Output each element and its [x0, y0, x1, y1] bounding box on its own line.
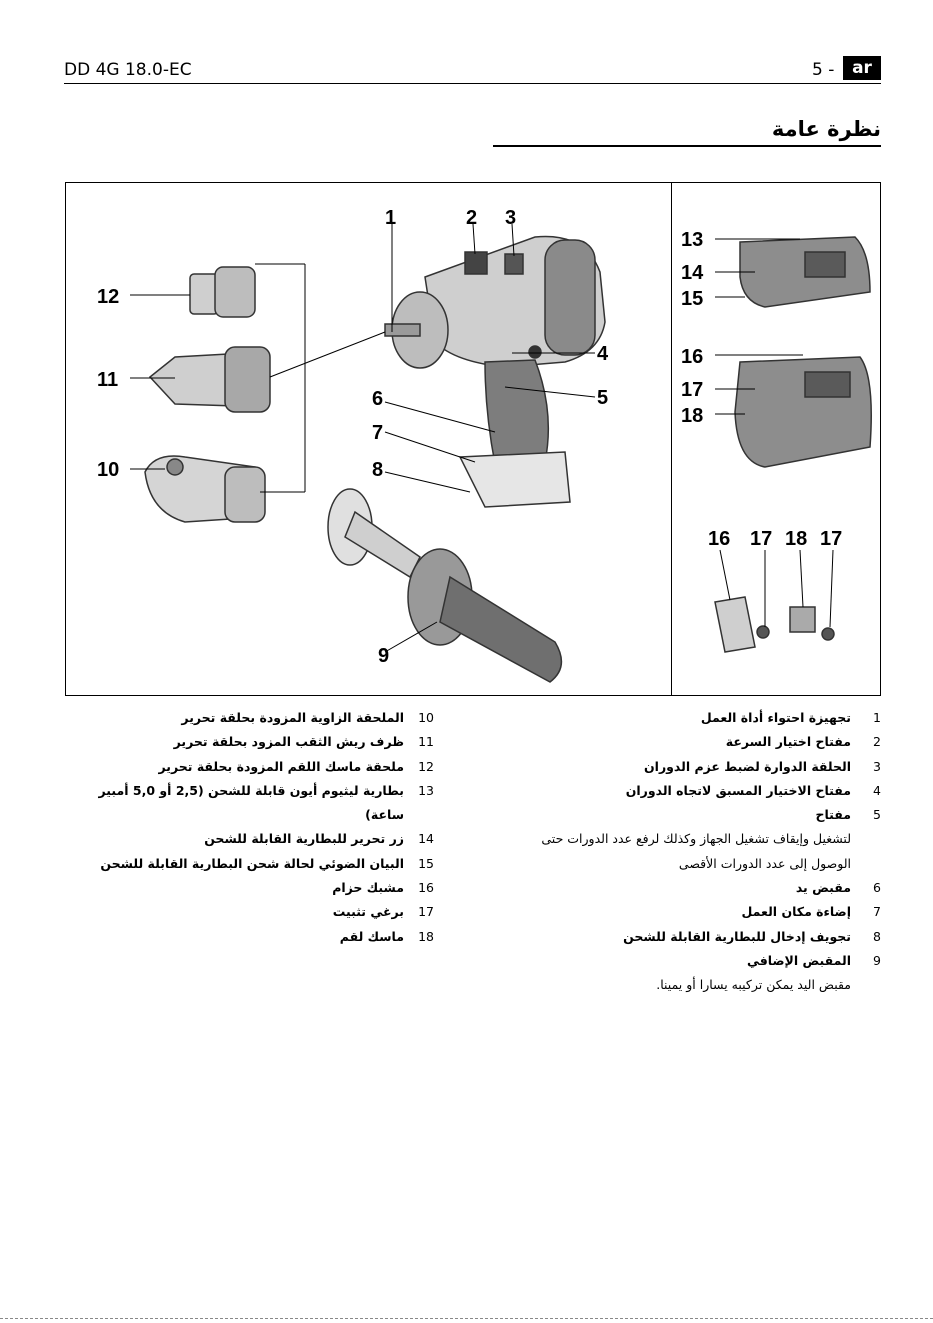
legend-title: المقبض الإضافي — [746, 952, 851, 968]
callout-8: 8 — [372, 459, 383, 481]
legend-item-12: 12 ملحقة ماسك اللقم المزودة بحلقة تحرير — [74, 755, 434, 779]
legend-item-17: 17 برغي تثبيت — [74, 900, 434, 924]
legend-title: مفتاح — [815, 807, 851, 823]
callout-2: 2 — [466, 207, 477, 229]
callout-15a: 15 — [681, 288, 703, 310]
callout-12: 12 — [97, 286, 119, 308]
figure-divider — [671, 182, 672, 696]
legend-number: 17 — [418, 904, 434, 920]
legend-title: برغي تثبيت — [332, 904, 404, 920]
tool-illustration: 1 2 3 4 5 6 7 8 9 10 11 12 13 14 15 16 1… — [97, 207, 872, 683]
legend-number: 13 — [418, 782, 434, 798]
callout-4: 4 — [597, 343, 609, 365]
legend-item-2: 2 مفتاح اختيار السرعة — [536, 730, 881, 754]
legend-number: 3 — [873, 758, 881, 774]
legend-number: 10 — [418, 710, 434, 725]
legend-title: مقبض يد — [795, 880, 851, 896]
legend-number: 7 — [873, 904, 881, 920]
legend-title: إضاءة مكان العمل — [741, 904, 851, 920]
legend-title: زر تحرير للبطارية القابلة للشحن — [204, 831, 404, 847]
language-badge: ar — [843, 56, 881, 80]
callout-1: 1 — [385, 207, 396, 229]
drill-illustration — [384, 235, 606, 508]
legend-item-11: 11 ظرف ريش الثقب المزود بحلقة تحرير — [74, 730, 434, 754]
header-page-number: 5 - — [812, 60, 835, 80]
legend-item-5: 5 مفتاح لتشغيل وإيقاف تشغيل الجهاز وكذلك… — [536, 803, 881, 876]
accessory-illustrations — [144, 266, 271, 523]
callout-13a: 13 — [681, 229, 703, 251]
legend-number: 11 — [418, 734, 434, 750]
legend-number: 1 — [873, 710, 881, 725]
legend-number: 9 — [873, 952, 881, 968]
callout-17b: 17 — [820, 528, 842, 550]
legend-title: مفتاح الاختيار المسبق لاتجاه الدوران — [625, 782, 851, 798]
belt-clip-illustration — [714, 596, 835, 653]
auxiliary-handle-illustration — [327, 488, 563, 683]
legend-description: لتشغيل وإيقاف تشغيل الجهاز وكذلك لرفع عد… — [541, 831, 851, 871]
callout-17a: 17 — [750, 528, 772, 550]
callout-18: 18 — [785, 528, 807, 550]
legend-title: مشبك حزام — [332, 880, 404, 896]
callout-11: 11 — [97, 369, 118, 391]
legend-title: الحلقة الدوارة لضبط عزم الدوران — [644, 758, 851, 774]
callout-14b: 17 — [681, 379, 703, 401]
leader-lines — [130, 223, 834, 653]
legend-title: الملحقة الزاوية المزودة بحلقة تحرير — [181, 710, 404, 725]
header-rule — [64, 83, 881, 84]
legend-number: 5 — [873, 807, 881, 823]
legend-item-18: 18 ماسك لقم — [74, 925, 434, 949]
legend-title: تجويف إدخال للبطارية القابلة للشحن — [623, 928, 851, 944]
legend-title: ملحقة ماسك اللقم المزودة بحلقة تحرير — [158, 758, 404, 774]
callout-14a: 14 — [681, 262, 704, 284]
callout-7: 7 — [372, 422, 383, 444]
legend-number: 4 — [873, 782, 881, 798]
legend-title: ظرف ريش الثقب المزود بحلقة تحرير — [173, 734, 404, 750]
callout-9: 9 — [378, 645, 389, 667]
legend-title: مفتاح اختيار السرعة — [725, 734, 851, 750]
callout-5: 5 — [597, 387, 608, 409]
section-title: نظرة عامة — [771, 117, 881, 141]
legend-number: 12 — [418, 758, 434, 774]
legend-item-4: 4 مفتاح الاختيار المسبق لاتجاه الدوران — [536, 779, 881, 803]
header-model: DD 4G 18.0-EC — [64, 60, 192, 80]
callout-10: 10 — [97, 459, 119, 481]
legend-item-13: 13 بطارية ليثيوم أيون قابلة للشحن (2,5 أ… — [74, 779, 434, 828]
footer-dashed-rule — [0, 1318, 933, 1319]
legend-title: ماسك لقم — [339, 928, 404, 944]
callout-15b: 18 — [681, 405, 703, 427]
legend-number: 6 — [873, 880, 881, 896]
legend-item-7: 7 إضاءة مكان العمل — [536, 900, 881, 924]
legend-item-10: 10 الملحقة الزاوية المزودة بحلقة تحرير — [74, 706, 434, 730]
battery-illustrations — [734, 236, 872, 468]
legend-item-3: 3 الحلقة الدوارة لضبط عزم الدوران — [536, 755, 881, 779]
legend-number: 8 — [873, 928, 881, 944]
legend-number: 16 — [418, 880, 434, 896]
legend-title: البيان الضوئي لحالة شحن البطارية القابلة… — [100, 855, 404, 871]
legend-number: 18 — [418, 928, 434, 944]
callout-3: 3 — [505, 207, 516, 229]
legend-right-column: 1 تجهيزة احتواء أداة العمل 2 مفتاح اختيا… — [536, 706, 881, 998]
legend-item-9: 9 المقبض الإضافي مقبض اليد يمكن تركيبه ي… — [536, 949, 881, 998]
legend-title: بطارية ليثيوم أيون قابلة للشحن (2,5 أو 5… — [98, 782, 404, 823]
callout-6: 6 — [372, 388, 383, 410]
callout-16: 16 — [708, 528, 730, 550]
callout-numbers: 1 2 3 4 5 6 7 8 9 10 11 12 13 14 15 16 1… — [97, 207, 842, 667]
title-rule — [493, 145, 881, 147]
legend-description: مقبض اليد يمكن تركيبه يسارا أو يمينا. — [656, 977, 851, 993]
legend-number: 14 — [418, 831, 434, 847]
legend-item-6: 6 مقبض يد — [536, 876, 881, 900]
legend-title: تجهيزة احتواء أداة العمل — [700, 710, 851, 725]
legend-item-1: 1 تجهيزة احتواء أداة العمل — [536, 706, 881, 730]
legend-number: 2 — [873, 734, 881, 750]
legend-item-8: 8 تجويف إدخال للبطارية القابلة للشحن — [536, 925, 881, 949]
callout-13b: 16 — [681, 346, 703, 368]
legend-number: 15 — [418, 855, 434, 871]
legend-item-16: 16 مشبك حزام — [74, 876, 434, 900]
legend-item-14: 14 زر تحرير للبطارية القابلة للشحن — [74, 827, 434, 851]
legend-left-column: 10 الملحقة الزاوية المزودة بحلقة تحرير 1… — [74, 706, 434, 949]
legend-item-15: 15 البيان الضوئي لحالة شحن البطارية القا… — [74, 852, 434, 876]
